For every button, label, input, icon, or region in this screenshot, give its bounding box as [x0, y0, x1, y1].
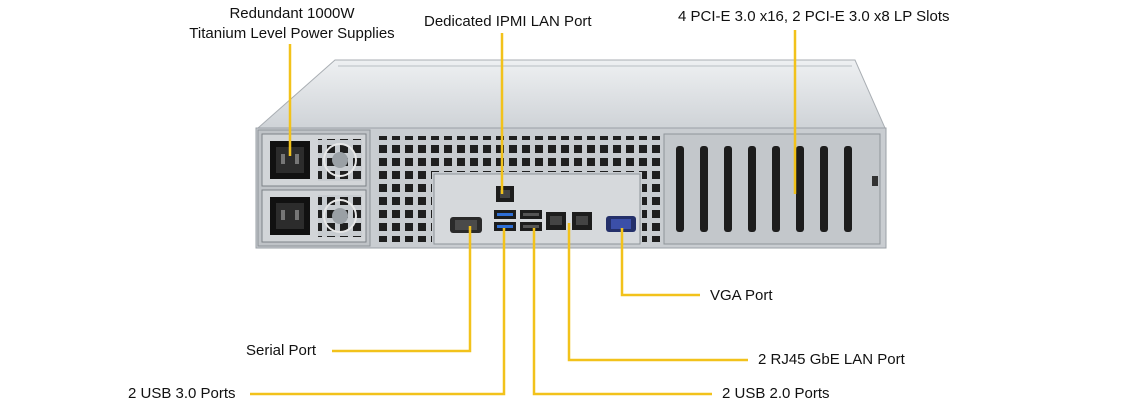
ipmi-label: Dedicated IPMI LAN Port: [424, 13, 592, 30]
callout-usb2: [532, 228, 712, 396]
chassis-top: [256, 59, 886, 129]
vent-left: [378, 172, 432, 242]
pcie-slots: [663, 133, 881, 245]
usb2-ports: [520, 210, 542, 231]
usb2-label: 2 USB 2.0 Ports: [722, 385, 830, 402]
callout-lines: [250, 30, 797, 396]
callout-usb3: [250, 228, 506, 396]
callout-rj45: [567, 223, 748, 362]
io-panel: [433, 173, 641, 245]
usb3-label: 2 USB 3.0 Ports: [128, 385, 236, 402]
pcie-label: 4 PCI-E 3.0 x16, 2 PCI-E 3.0 x8 LP Slots: [678, 8, 950, 25]
rj45-ports: [546, 212, 592, 230]
vent-right: [642, 172, 660, 242]
psu-label-line1: Redundant 1000W: [229, 5, 355, 22]
ipmi-lan-port: [496, 186, 514, 202]
vga-label: VGA Port: [710, 287, 773, 304]
psu-label-line2: Titanium Level Power Supplies: [189, 25, 395, 42]
rj45-label: 2 RJ45 GbE LAN Port: [758, 351, 905, 368]
vga-port: [606, 216, 636, 232]
serial-port: [450, 217, 482, 233]
power-supply-1: [261, 133, 367, 187]
serial-label: Serial Port: [246, 342, 317, 359]
callout-serial: [332, 226, 472, 353]
usb3-ports: [494, 210, 516, 231]
power-supply-2: [261, 189, 367, 243]
vent-top: [378, 136, 660, 172]
psu-label: Redundant 1000W Titanium Level Power Sup…: [172, 4, 412, 44]
callout-vga: [620, 228, 700, 297]
